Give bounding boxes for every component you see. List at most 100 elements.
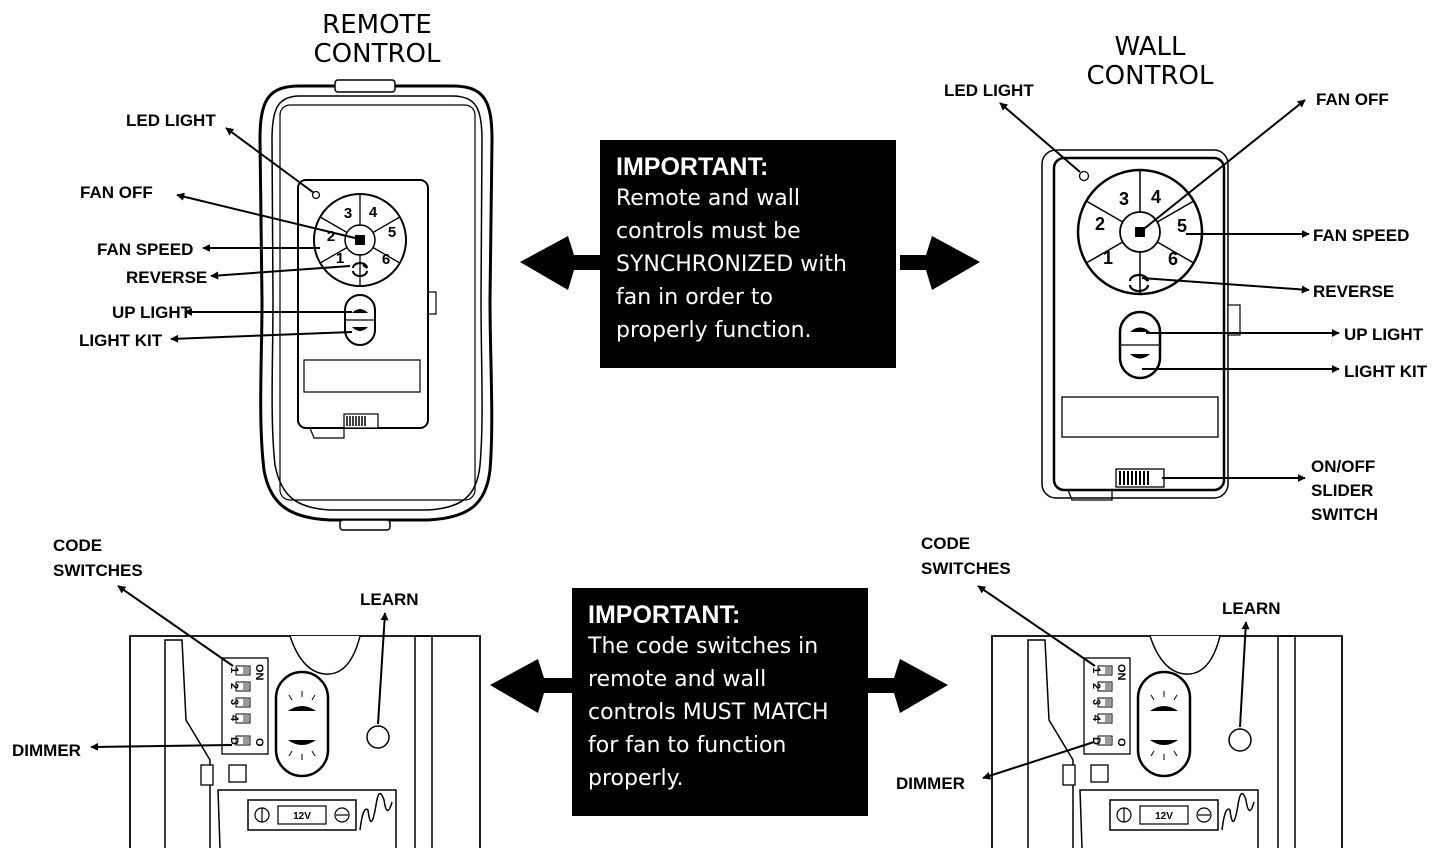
remote-led: [311, 190, 321, 200]
remote-up-light-label: UP LIGHT: [112, 303, 192, 322]
wall-fan-off-label: FAN OFF: [1316, 90, 1389, 109]
wall-battery-label: 12V: [1155, 811, 1173, 822]
remote-dip-number-2: 2: [228, 683, 240, 689]
wall-light-kit-icon: [1130, 354, 1150, 359]
wall-switch-label-line2: SLIDER: [1311, 481, 1373, 500]
wall-dip-number-2: 2: [1090, 683, 1102, 689]
wall-dip-number-3: 3: [1090, 699, 1102, 705]
remote-speed-5[interactable]: 5: [388, 224, 396, 241]
remote-learn-button[interactable]: [366, 725, 390, 749]
wall-fan-speed-label: FAN SPEED: [1313, 226, 1409, 245]
wall-dip-on-label: ON: [1115, 664, 1127, 681]
remote-speed-4[interactable]: 4: [369, 204, 378, 221]
remote-top-clip: [334, 79, 396, 93]
wall-speed-4[interactable]: 4: [1151, 187, 1161, 207]
wall-dip-number-1: 1: [1090, 667, 1102, 673]
wall-title-line1: WALL: [1114, 32, 1186, 62]
code-double-arrow: [490, 659, 948, 713]
wall-up-light-label: UP LIGHT: [1344, 325, 1424, 344]
important-code-box: IMPORTANT: The code switches in remote a…: [572, 588, 868, 816]
important-sync-line-4: fan in order to: [616, 285, 773, 310]
remote-title-line1: REMOTE: [322, 10, 432, 40]
wall-speed-6[interactable]: 6: [1168, 249, 1178, 269]
wall-switch-label-line3: SWITCH: [1311, 505, 1378, 524]
remote-dip-number-4: 4: [228, 715, 240, 722]
remote-slider-switch[interactable]: [343, 413, 379, 429]
wall-speed-1[interactable]: 1: [1103, 248, 1113, 268]
remote-dip-number-3: 3: [228, 699, 240, 705]
wall-label-window: [1061, 396, 1219, 438]
wall-internal: 1 2 3 4 D ON O 12V CODE SWITCHES LEARN D…: [896, 534, 1343, 848]
important-sync-box: IMPORTANT: Remote and wall controls must…: [600, 140, 896, 368]
remote-fan-off-button[interactable]: [355, 235, 365, 245]
wall-learn-label: LEARN: [1222, 599, 1281, 618]
important-sync-line-1: Remote and wall: [616, 186, 800, 211]
remote-internal-rocker: [274, 670, 330, 778]
wall-reverse-label: REVERSE: [1313, 282, 1394, 301]
remote-up-light-icon: [352, 309, 368, 313]
remote-dip-number-d: D: [228, 737, 240, 745]
wall-switch-label-line1: ON/OFF: [1311, 457, 1375, 476]
code-arrow-left: [490, 659, 572, 713]
remote-led-light-label: LED LIGHT: [126, 111, 216, 130]
wall-speed-2[interactable]: 2: [1095, 214, 1105, 234]
remote-fan-off-label: FAN OFF: [80, 183, 153, 202]
remote-battery-label: 12V: [293, 811, 311, 822]
remote-light-kit-icon: [352, 327, 368, 331]
sync-arrow-left: [520, 236, 600, 290]
remote-code-switches-label-line1: CODE: [53, 536, 102, 555]
wall-title-line2: CONTROL: [1087, 61, 1214, 91]
wall-dip-off-label: O: [1115, 738, 1127, 747]
important-code-line-2: remote and wall: [588, 667, 767, 692]
remote-title-line2: CONTROL: [314, 39, 441, 69]
important-code-line-3: controls MUST MATCH: [588, 700, 829, 725]
remote-control: REMOTE CONTROL 3 4 2 5 1 6: [79, 10, 494, 531]
remote-reverse-label: REVERSE: [126, 268, 207, 287]
remote-speed-2[interactable]: 2: [327, 228, 335, 245]
important-code-heading: IMPORTANT:: [588, 601, 741, 629]
wall-control: WALL CONTROL 3 4 2 5 1 6: [944, 32, 1428, 524]
important-sync-heading: IMPORTANT:: [616, 153, 769, 181]
important-code-line-4: for fan to function: [588, 733, 787, 758]
wall-speed-3[interactable]: 3: [1119, 189, 1129, 209]
remote-dip-off-label: O: [253, 738, 265, 747]
remote-dip-number-1: 1: [228, 667, 240, 673]
important-sync-line-2: controls must be: [616, 219, 801, 244]
important-sync-line-3: SYNCHRONIZED with: [616, 252, 847, 277]
remote-internal: 1 2 3 4 D ON O 12V CODE SWITCHES LEARN D…: [12, 536, 481, 848]
remote-body-outline: [258, 84, 494, 522]
wall-dip-number-4: 4: [1090, 715, 1102, 722]
remote-speed-3[interactable]: 3: [344, 205, 352, 222]
remote-learn-label: LEARN: [360, 590, 419, 609]
remote-battery-spring: [359, 792, 393, 831]
important-sync-line-5: properly function.: [616, 318, 812, 343]
remote-bottom-clip: [339, 519, 391, 531]
wall-dimmer-label: DIMMER: [896, 774, 965, 793]
wall-learn-button[interactable]: [1228, 728, 1252, 752]
wall-led: [1078, 170, 1090, 182]
remote-fan-speed-label: FAN SPEED: [97, 240, 193, 259]
remote-dip-on-label: ON: [253, 664, 265, 681]
wall-code-switches-label-line2: SWITCHES: [921, 559, 1011, 578]
wall-battery-spring: [1221, 792, 1255, 831]
remote-dimmer-label: DIMMER: [12, 741, 81, 760]
code-arrow-right: [868, 659, 948, 713]
wall-light-kit-label: LIGHT KIT: [1344, 362, 1428, 381]
remote-light-kit-label: LIGHT KIT: [79, 331, 163, 350]
wall-dip-number-d: D: [1090, 737, 1102, 745]
wall-dip-switches: [1097, 665, 1113, 746]
important-code-line-1: The code switches in: [588, 634, 819, 659]
wall-internal-rocker: [1136, 670, 1192, 778]
remote-dip-switches: [235, 665, 251, 746]
remote-code-switches-label-line2: SWITCHES: [53, 561, 143, 580]
wall-up-light-icon: [1130, 327, 1150, 332]
sync-arrow-right: [900, 236, 980, 290]
remote-speed-1[interactable]: 1: [336, 250, 344, 267]
remote-speed-6[interactable]: 6: [382, 251, 390, 268]
wall-speed-5[interactable]: 5: [1177, 216, 1187, 236]
wall-code-switches-label-line1: CODE: [921, 534, 970, 553]
sync-double-arrow: [520, 236, 980, 290]
remote-reverse-icon[interactable]: [352, 262, 368, 277]
remote-label-window: [303, 359, 421, 393]
